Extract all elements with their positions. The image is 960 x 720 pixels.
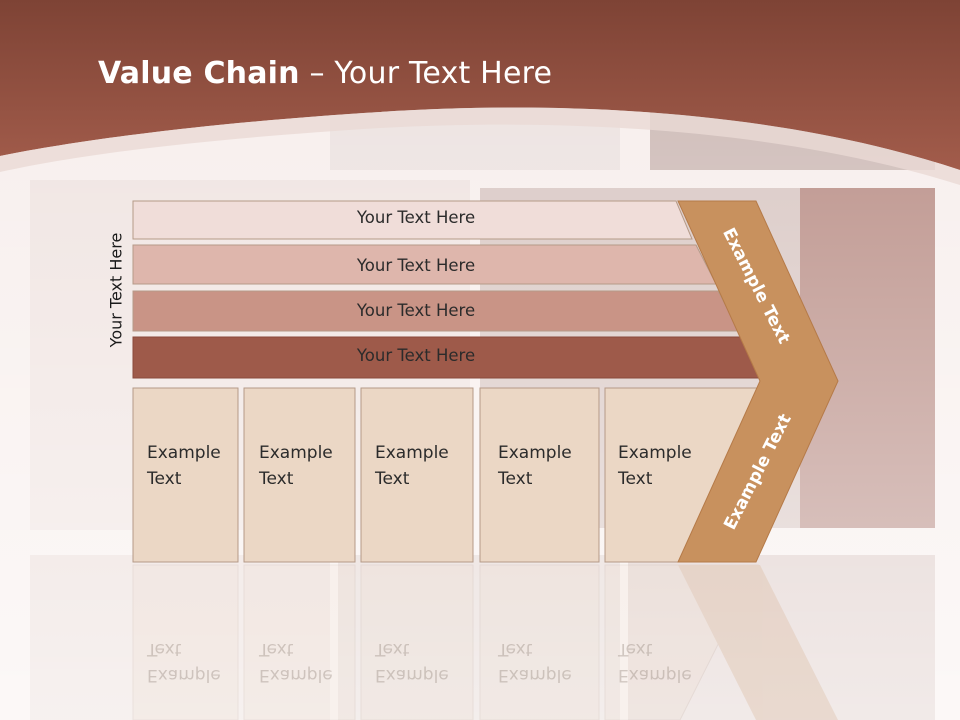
row-label-4: Your Text Here (356, 346, 476, 365)
box-3 (360, 387, 474, 563)
page-title: Value Chain – Your Text Here (98, 56, 553, 91)
box-4 (479, 387, 600, 563)
row-1 (132, 200, 693, 240)
row-label-2: Your Text Here (356, 256, 476, 275)
box-2 (243, 387, 356, 563)
row-label-3: Your Text Here (356, 301, 476, 320)
row-label-1: Your Text Here (356, 208, 476, 227)
header-band (0, 0, 960, 185)
reflection (132, 564, 838, 720)
box-1 (132, 387, 239, 563)
chevron-arrow (677, 200, 839, 563)
